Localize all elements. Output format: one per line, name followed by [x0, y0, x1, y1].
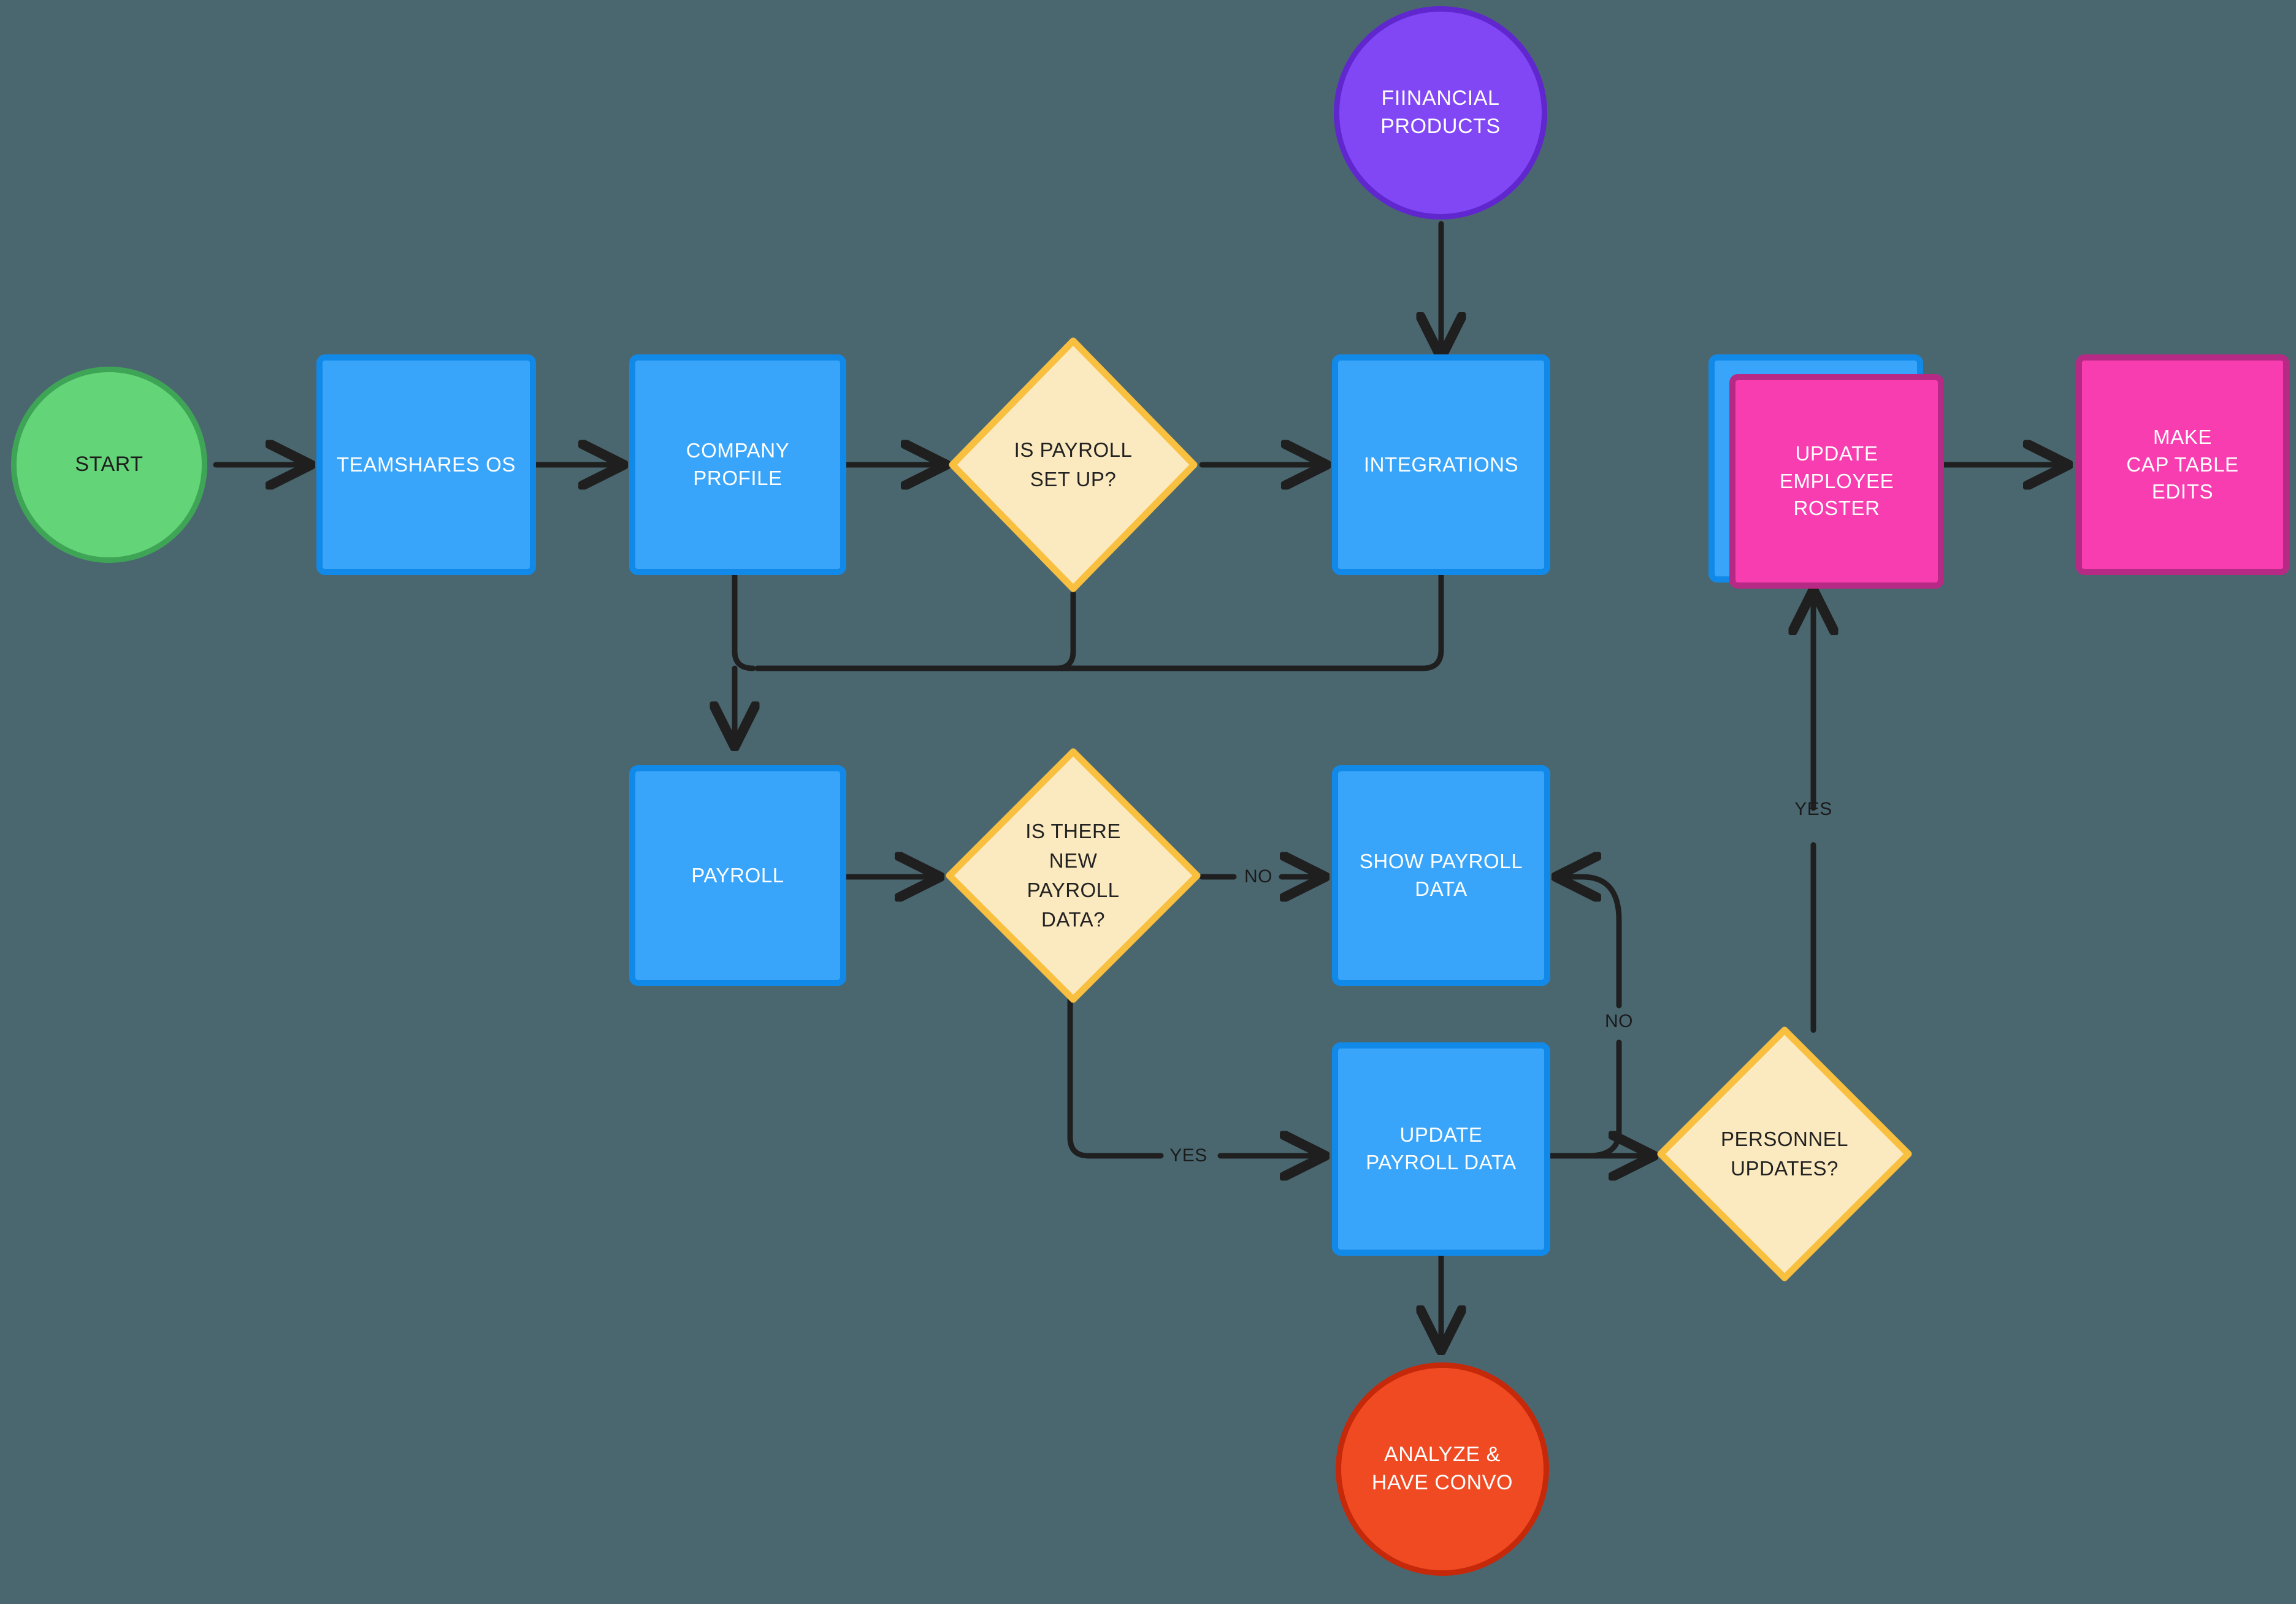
- node-update-employee-roster-label: UPDATE EMPLOYEE ROSTER: [1779, 442, 1894, 520]
- node-start-label: START: [75, 453, 144, 476]
- node-company-profile[interactable]: COMPANY PROFILE: [629, 354, 846, 575]
- node-financial-products[interactable]: FIINANCIAL PRODUCTS: [1334, 6, 1547, 220]
- node-start[interactable]: START: [11, 367, 207, 563]
- edge-label-new-payroll-yes: YES: [1158, 1139, 1219, 1173]
- node-update-payroll-data[interactable]: UPDATE PAYROLL DATA: [1332, 1042, 1550, 1256]
- node-show-payroll-data-label: SHOW PAYROLL DATA: [1359, 850, 1523, 900]
- diamond-shape: [949, 337, 1198, 592]
- node-payroll-label: PAYROLL: [691, 863, 784, 887]
- node-teamshares-os[interactable]: TEAMSHARES OS: [316, 354, 536, 575]
- edge-integrations-to-bus: [754, 567, 1444, 671]
- node-payroll[interactable]: PAYROLL: [629, 765, 846, 986]
- edge-newdata-yes-a: [1067, 993, 1164, 1159]
- node-update-employee-roster[interactable]: UPDATE EMPLOYEE ROSTER: [1729, 374, 1944, 589]
- node-personnel-updates-label: PERSONNEL UPDATES?: [1720, 1128, 1849, 1180]
- node-analyze-have-convo[interactable]: ANALYZE & HAVE CONVO: [1336, 1362, 1549, 1576]
- node-is-there-new-payroll-data[interactable]: IS THERE NEW PAYROLL DATA?: [944, 747, 1202, 1004]
- edge-label-text: YES: [1169, 1145, 1207, 1166]
- edge-ispayroll-to-bus: [1053, 590, 1076, 671]
- edge-label-new-payroll-no: NO: [1233, 860, 1284, 894]
- node-make-cap-table-edits-label: MAKE CAP TABLE EDITS: [2126, 426, 2239, 503]
- node-financial-products-label: FIINANCIAL PRODUCTS: [1380, 86, 1501, 138]
- edge-label-personnel-no: NO: [1593, 1004, 1645, 1039]
- node-company-profile-label: COMPANY PROFILE: [686, 439, 790, 489]
- edge-personnel-no-a: [1585, 1039, 1622, 1159]
- node-integrations[interactable]: INTEGRATIONS: [1332, 354, 1550, 575]
- edge-label-text: NO: [1605, 1011, 1633, 1031]
- diamond-shape: [1657, 1026, 1912, 1281]
- node-integrations-label: INTEGRATIONS: [1363, 453, 1519, 476]
- edge-label-text: NO: [1244, 866, 1272, 887]
- node-update-payroll-data-label: UPDATE PAYROLL DATA: [1366, 1123, 1517, 1174]
- node-teamshares-os-label: TEAMSHARES OS: [336, 453, 516, 476]
- node-show-payroll-data[interactable]: SHOW PAYROLL DATA: [1332, 765, 1550, 986]
- node-personnel-updates[interactable]: PERSONNEL UPDATES?: [1656, 1025, 1913, 1283]
- edge-company-to-payroll: [732, 567, 756, 671]
- edge-label-text: YES: [1794, 799, 1832, 819]
- node-make-cap-table-edits[interactable]: MAKE CAP TABLE EDITS: [2076, 354, 2289, 575]
- edge-label-personnel-yes: YES: [1783, 792, 1844, 827]
- edge-personnel-no-b: [1558, 877, 1622, 1009]
- node-is-there-new-payroll-data-label: IS THERE NEW PAYROLL DATA?: [1025, 820, 1121, 931]
- node-analyze-have-convo-label: ANALYZE & HAVE CONVO: [1371, 1443, 1513, 1494]
- diamond-shape: [946, 748, 1201, 1003]
- node-is-payroll-set-up-label: IS PAYROLL SET UP?: [1014, 438, 1133, 491]
- node-is-payroll-set-up[interactable]: IS PAYROLL SET UP?: [947, 336, 1199, 594]
